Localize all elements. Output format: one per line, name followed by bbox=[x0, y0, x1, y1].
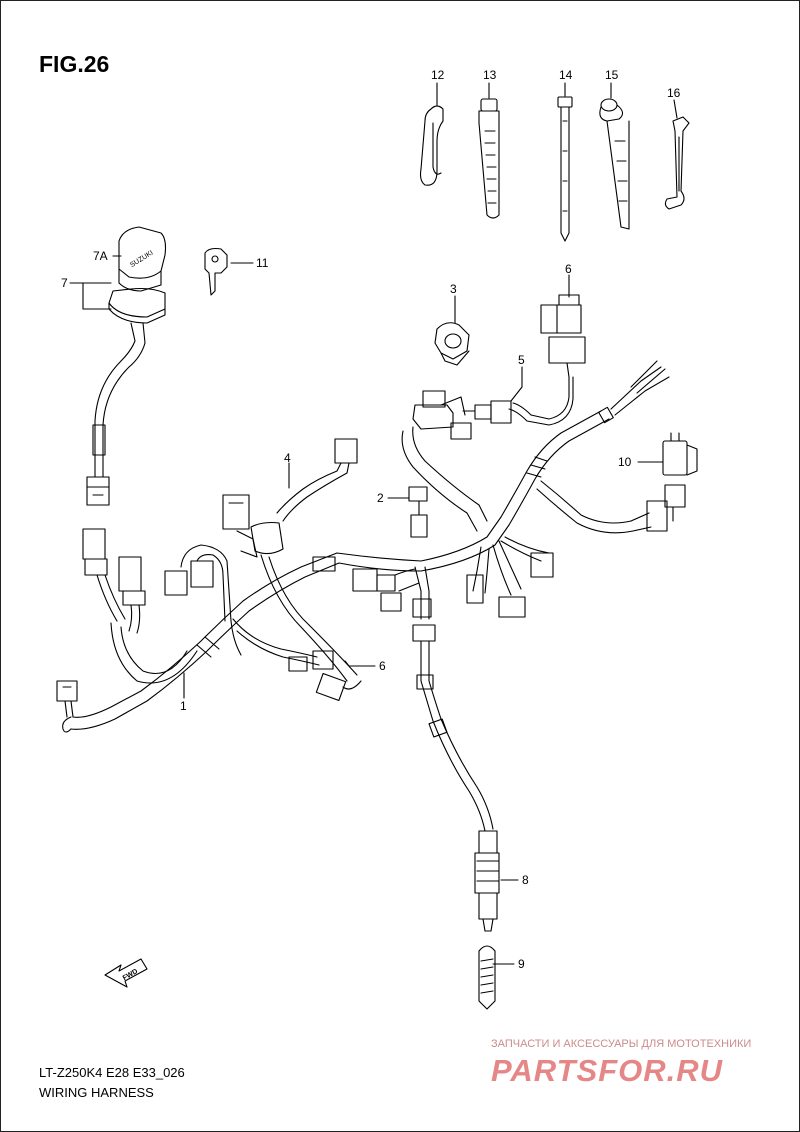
callout-11: 11 bbox=[256, 256, 269, 270]
part-5-connector bbox=[462, 400, 512, 424]
right-connector-cluster bbox=[466, 536, 554, 618]
part-11-key bbox=[204, 247, 228, 296]
callout-6-bottom: 6 bbox=[379, 659, 386, 673]
diagram-name: WIRING HARNESS bbox=[39, 1085, 154, 1100]
part-7-ignition-switch bbox=[86, 226, 167, 506]
callout-12: 12 bbox=[431, 68, 445, 82]
callout-3: 3 bbox=[450, 282, 457, 296]
callout-10: 10 bbox=[618, 455, 632, 469]
callout-6-top: 6 bbox=[565, 262, 572, 276]
part-16-clip bbox=[664, 116, 690, 210]
callout-1: 1 bbox=[180, 699, 187, 713]
part-13-strap bbox=[478, 98, 500, 219]
part-14-cable-tie bbox=[557, 96, 573, 242]
watermark-caption: ЗАПЧАСТИ И АКСЕССУАРЫ ДЛЯ МОТОТЕХНИКИ bbox=[491, 1038, 752, 1050]
part-15-clip-tie bbox=[599, 98, 630, 230]
callout-9: 9 bbox=[518, 957, 525, 971]
callout-16: 16 bbox=[667, 86, 681, 100]
callout-13: 13 bbox=[483, 68, 497, 82]
figure-title: FIG.26 bbox=[39, 51, 110, 77]
part-3-clamp bbox=[434, 322, 470, 366]
fwd-arrow-icon bbox=[104, 958, 148, 988]
part-6-top-relay bbox=[508, 294, 586, 426]
part-2-terminal bbox=[408, 486, 428, 538]
callout-2: 2 bbox=[377, 491, 384, 505]
callout-14: 14 bbox=[559, 68, 573, 82]
part-9-probe bbox=[478, 945, 496, 1010]
callout-4: 4 bbox=[284, 451, 291, 465]
model-code: LT-Z250K4 E28 E33_026 bbox=[39, 1065, 185, 1080]
callout-15: 15 bbox=[605, 68, 619, 82]
center-connector-cluster bbox=[312, 556, 436, 642]
part-4-sub-harness bbox=[222, 438, 358, 682]
part-8-sensor bbox=[416, 640, 500, 932]
part-1-main-harness bbox=[56, 360, 686, 733]
part-12-clamp bbox=[419, 105, 444, 186]
callout-7a: 7A bbox=[93, 249, 108, 263]
watermark-logo: PARTSFOR.RU bbox=[491, 1053, 724, 1088]
main-connector-upper bbox=[412, 390, 472, 440]
key-brand-label: SUZUKI bbox=[129, 250, 155, 270]
left-connector-cluster bbox=[82, 528, 242, 684]
part-10-relay bbox=[662, 432, 698, 476]
part-6-lower-connector bbox=[232, 618, 362, 702]
callout-7: 7 bbox=[61, 276, 68, 290]
callout-8: 8 bbox=[522, 873, 529, 887]
leader-lines bbox=[69, 82, 678, 965]
callout-5: 5 bbox=[518, 353, 525, 367]
